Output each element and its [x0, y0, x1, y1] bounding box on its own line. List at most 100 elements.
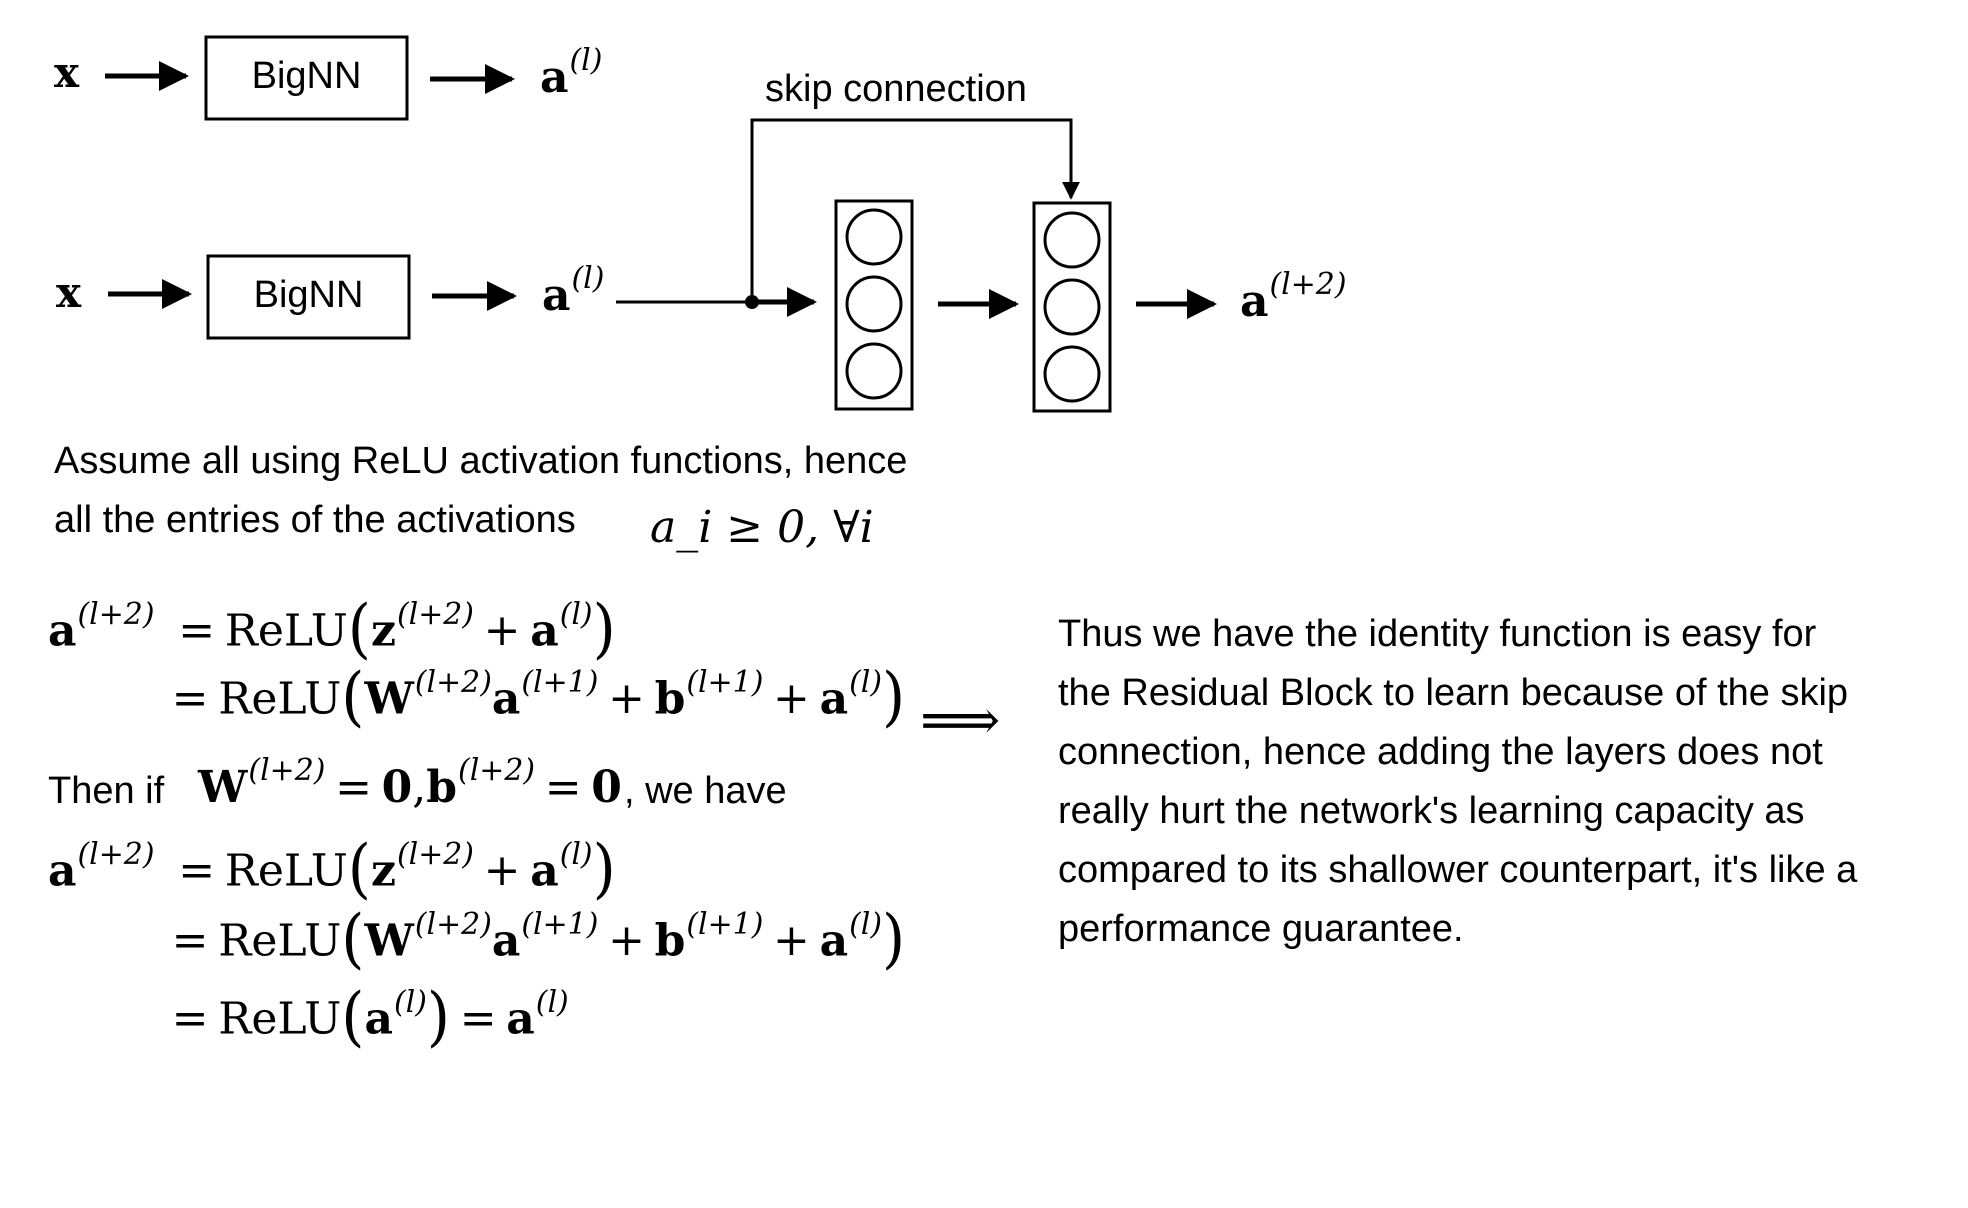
- eq-W: W: [364, 915, 414, 967]
- residual-output-a-l2: a(l+2): [1240, 267, 1347, 327]
- equation-1-line-1: a(l+2) =ReLU(z(l+2)+a(l)): [48, 592, 616, 667]
- eq-a-sup: (l): [535, 984, 569, 1020]
- skip-connection-path: [750, 118, 1073, 302]
- equation-2-line-3: =ReLU(a(l))=a(l): [162, 980, 569, 1055]
- cond-comma: ,: [412, 762, 427, 813]
- eq-paren-close: ): [882, 660, 906, 735]
- equation-2-line-1: a(l+2) =ReLU(z(l+2)+a(l)): [48, 832, 616, 907]
- eq-relu: ReLU: [224, 845, 348, 897]
- assumption-math: a_i ≥ 0, ∀i: [650, 502, 874, 553]
- layer-1-neuron: [845, 342, 903, 400]
- eq-a: a: [530, 605, 559, 657]
- eq-plus: +: [773, 915, 810, 967]
- eq-a-sup: (l): [559, 596, 593, 632]
- skip-connection-label: skip connection: [765, 68, 1027, 110]
- bignn-label-bottom: BigNN: [253, 274, 364, 316]
- eq-a-sup: (l): [393, 984, 427, 1020]
- layer-1-box: [834, 199, 914, 411]
- eq-plus: +: [483, 845, 521, 897]
- bignn-label-top: BigNN: [251, 55, 362, 97]
- output-a-superscript: (l): [571, 261, 605, 297]
- eq-b: b: [654, 673, 686, 725]
- layer-2-neuron: [1043, 211, 1101, 269]
- eq-W: W: [364, 673, 414, 725]
- equation-2-line-2: =ReLU(W(l+2)a(l+1)+b(l+1)+a(l)): [162, 902, 906, 977]
- eq-lhs-a: a: [48, 605, 77, 657]
- then-if-text: Then if: [48, 770, 165, 812]
- eq-equals: =: [459, 993, 497, 1045]
- we-have-text: , we have: [624, 770, 787, 812]
- input-x-top: x: [54, 48, 80, 97]
- cond-equals: =: [335, 762, 372, 813]
- eq-z: z: [370, 605, 396, 657]
- eq-a: a: [491, 673, 521, 725]
- layer-2-box: [1032, 201, 1112, 413]
- output-a-l-top: a(l): [540, 43, 602, 103]
- bignn-box-bottom: [206, 254, 411, 340]
- eq-a-sup: (l): [849, 906, 883, 942]
- eq-a-sup: (l+1): [521, 664, 599, 700]
- layer-1-neuron: [845, 208, 903, 266]
- eq-relu: ReLU: [218, 993, 342, 1045]
- layer-2-neuron: [1043, 345, 1101, 403]
- eq-a: a: [530, 845, 559, 897]
- eq-plus: +: [608, 915, 645, 967]
- eq-relu: ReLU: [224, 605, 348, 657]
- implies-arrow: ⟹: [920, 688, 1001, 753]
- eq-paren-close: ): [426, 980, 451, 1055]
- eq-a: a: [819, 673, 849, 725]
- conclusion-paragraph: Thus we have the identity function is ea…: [1058, 605, 1857, 959]
- residual-block-diagram: [105, 35, 1217, 413]
- cond-W: W: [198, 762, 248, 813]
- eq-W-sup: (l+2): [414, 906, 492, 942]
- eq-paren-open: (: [347, 592, 371, 667]
- bignn-box-top: [204, 35, 409, 121]
- eq-paren-open: (: [341, 902, 365, 977]
- eq-lhs-sup: (l+2): [77, 836, 155, 872]
- output-a-symbol: a: [542, 270, 571, 321]
- eq-z-sup: (l+2): [396, 596, 474, 632]
- cond-zero: 0: [381, 762, 413, 813]
- cond-b-sup: (l+2): [458, 753, 536, 789]
- output-a-superscript: (l): [569, 43, 603, 79]
- eq-a: a: [819, 915, 849, 967]
- residual-output-superscript: (l+2): [1269, 267, 1347, 303]
- eq-equals: =: [178, 605, 216, 657]
- eq-paren-close: ): [592, 832, 616, 907]
- eq-a: a: [506, 993, 535, 1045]
- conclusion-line: the Residual Block to learn because of t…: [1058, 672, 1849, 714]
- eq-equals: =: [171, 915, 209, 967]
- conclusion-line: performance guarantee.: [1058, 908, 1464, 950]
- cond-b: b: [426, 762, 458, 813]
- assumption-line-1: Assume all using ReLU activation functio…: [54, 440, 908, 482]
- input-x-bottom: x: [56, 268, 82, 317]
- layer-1-neuron: [845, 275, 903, 333]
- eq-z: z: [370, 845, 396, 897]
- eq-plus: +: [483, 605, 521, 657]
- eq-lhs-a: a: [48, 845, 77, 897]
- eq-equals: =: [171, 993, 209, 1045]
- eq-a: a: [491, 915, 521, 967]
- eq-a-sup: (l+1): [521, 906, 599, 942]
- output-a-l-bottom: a(l): [542, 261, 604, 321]
- eq-paren-open: (: [347, 832, 371, 907]
- eq-W-sup: (l+2): [414, 664, 492, 700]
- eq-z-sup: (l+2): [396, 836, 474, 872]
- eq-a-sup: (l): [559, 836, 593, 872]
- residual-output-symbol: a: [1240, 276, 1269, 327]
- conclusion-line: compared to its shallower counterpart, i…: [1058, 849, 1858, 891]
- eq-a-sup: (l): [849, 664, 883, 700]
- conclusion-line: really hurt the network's learning capac…: [1058, 790, 1805, 832]
- eq-b-sup: (l+1): [686, 906, 764, 942]
- eq-a: a: [364, 993, 393, 1045]
- eq-lhs-sup: (l+2): [77, 596, 155, 632]
- assumption-line-2: all the entries of the activations: [54, 499, 576, 541]
- equation-1-line-2: =ReLU(W(l+2)a(l+1)+b(l+1)+a(l)): [162, 660, 906, 735]
- layer-2-neuron: [1043, 278, 1101, 336]
- output-a-symbol: a: [540, 52, 569, 103]
- eq-equals: =: [178, 845, 216, 897]
- condition-math: W(l+2)=0,b(l+2)=0: [198, 756, 622, 810]
- eq-plus: +: [773, 673, 810, 725]
- eq-equals: =: [171, 673, 209, 725]
